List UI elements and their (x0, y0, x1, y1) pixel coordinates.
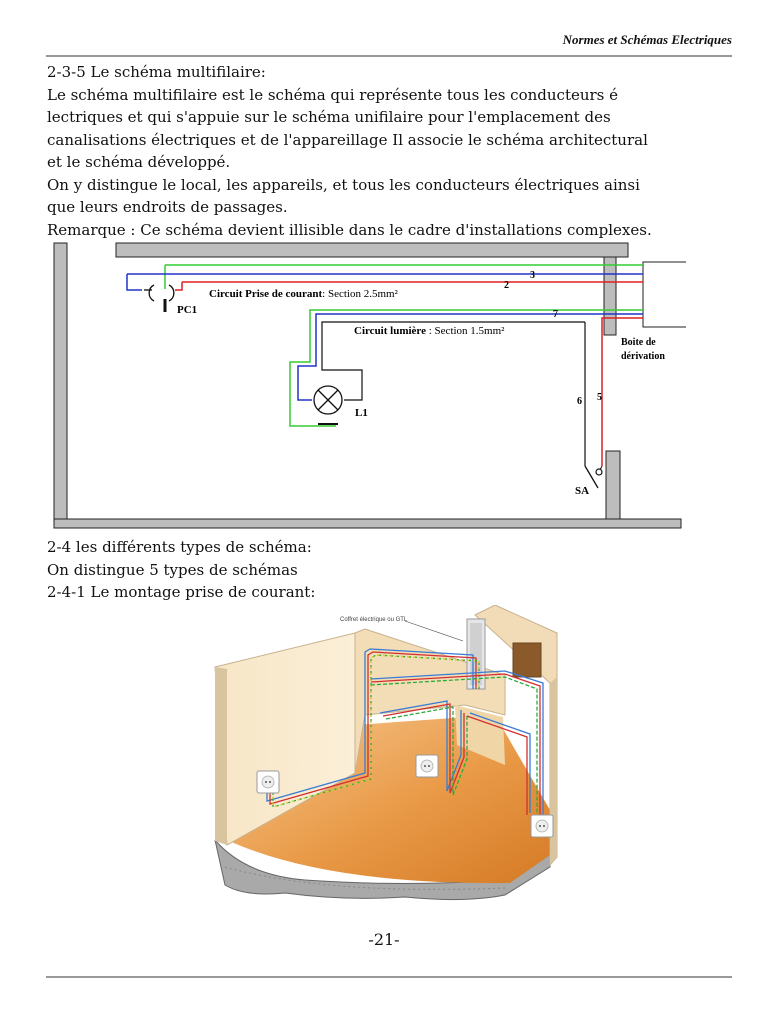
lighting-circuit-wires (289, 309, 643, 473)
wall-socket (530, 814, 554, 838)
junction-box-label-line1: Boite de (621, 337, 656, 348)
footer-rule (46, 976, 732, 978)
section-heading: 2-4 les différents types de schéma: (47, 538, 312, 556)
socket-circuit-label: Circuit Prise de courant: Section 2.5mm² (209, 288, 399, 300)
paragraph-line: On y distingue le local, les appareils, … (47, 175, 640, 194)
switch-sa-symbol (584, 465, 603, 489)
junction-box-label-line2: dérivation (621, 351, 665, 362)
paragraph-line: et le schéma développé. (47, 153, 231, 171)
lighting-circuit-label: Circuit lumière : Section 1.5mm² (354, 325, 505, 337)
panel-callout-line (404, 620, 464, 642)
right-wall-upper (603, 256, 617, 336)
right-wall-lower (605, 450, 621, 520)
wire-count-5: 5 (597, 392, 602, 403)
page-number: -21- (368, 930, 400, 949)
paragraph-line: Le schéma multifilaire est le schéma qui… (47, 85, 619, 104)
wall-socket (415, 754, 439, 778)
wire-count-3: 3 (530, 270, 535, 281)
left-wall (53, 242, 68, 525)
lamp-l1-symbol (313, 385, 343, 425)
floor (227, 715, 550, 884)
room-socket-wiring-illustration: Coffret électrique ou GTL (214, 605, 558, 901)
wire-count-6: 6 (577, 396, 582, 407)
wall-socket (256, 770, 280, 794)
junction-box (642, 261, 686, 328)
doorway (455, 705, 505, 765)
pc1-label: PC1 (177, 304, 197, 316)
remark-line: Remarque : Ce schéma devient illisible d… (47, 220, 652, 239)
wire-count-7: 7 (553, 309, 558, 320)
left-wall-edge (215, 667, 227, 845)
bottom-wall (53, 518, 682, 529)
socket-circuit-wires (126, 264, 643, 291)
lamp-l1-label: L1 (355, 407, 368, 419)
wire-count-2: 2 (504, 280, 509, 291)
panel-callout-label: Coffret électrique ou GTL (340, 617, 408, 623)
paragraph-line: On distingue 5 types de schémas (47, 560, 298, 579)
document-header-title: Normes et Schémas Electriques (562, 32, 732, 47)
paragraph-line: canalisations électriques et de l'appare… (47, 130, 648, 149)
section-2-3-5: 2-3-5 Le schéma multifilaire: Le schéma … (47, 61, 747, 241)
section-2-4: 2-4 les différents types de schéma: On d… (47, 536, 747, 604)
section-heading: 2-3-5 Le schéma multifilaire: (47, 63, 266, 81)
wall-panel-wood (512, 642, 542, 678)
subsection-heading: 2-4-1 Le montage prise de courant: (47, 583, 316, 601)
top-wall (115, 242, 629, 258)
multifilar-wiring-diagram: PC1 Circuit Prise de courant: Section 2.… (53, 242, 686, 529)
paragraph-line: que leurs endroits de passages. (47, 198, 288, 216)
header-rule (46, 55, 732, 57)
switch-sa-label: SA (575, 485, 589, 497)
socket-pc1-symbol (144, 284, 175, 312)
paragraph-line: lectriques et qui s'appuie sur le schéma… (47, 108, 611, 126)
socket-cable-runs (266, 648, 544, 829)
concrete-slab (214, 839, 551, 901)
